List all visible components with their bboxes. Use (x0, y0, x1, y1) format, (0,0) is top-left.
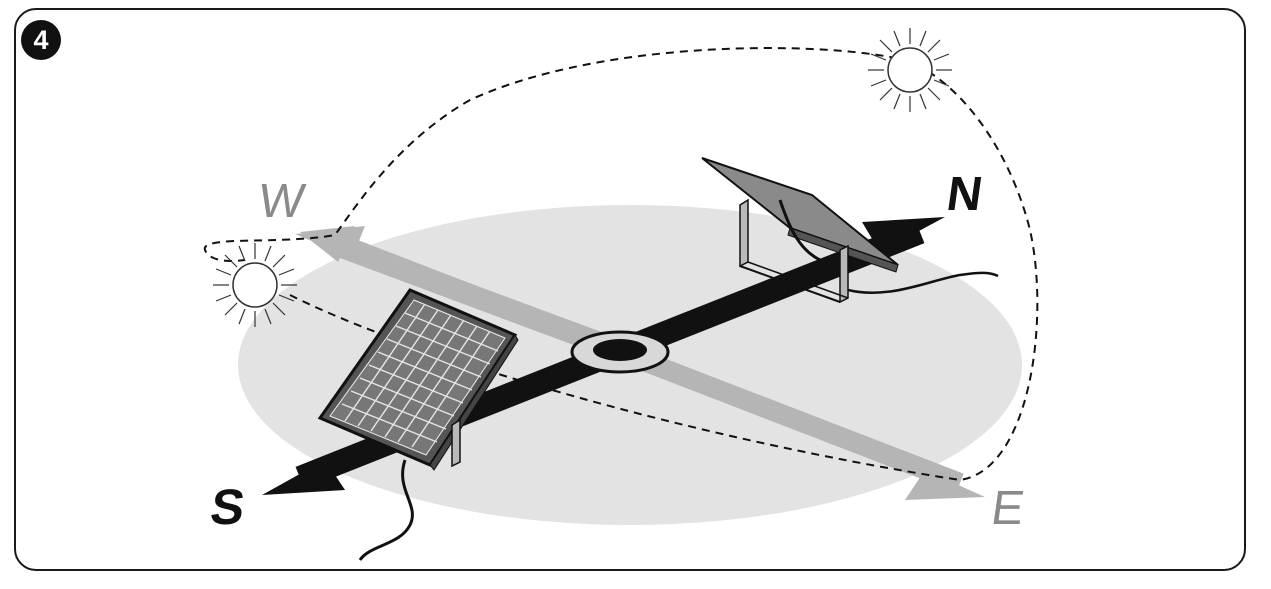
sun-icon-noon (868, 28, 952, 112)
compass-label-west: W (255, 174, 308, 228)
center-hub (570, 330, 670, 374)
compass-label-east: E (988, 481, 1028, 535)
solar-panel-back (701, 157, 999, 304)
figure-frame (14, 8, 1246, 571)
figure-number-badge: 4 (21, 20, 61, 60)
solar-panel-front (317, 288, 519, 561)
compass-label-north: N (944, 167, 986, 221)
compass-label-south: S (207, 479, 248, 535)
sun-icon-rising (213, 243, 297, 327)
